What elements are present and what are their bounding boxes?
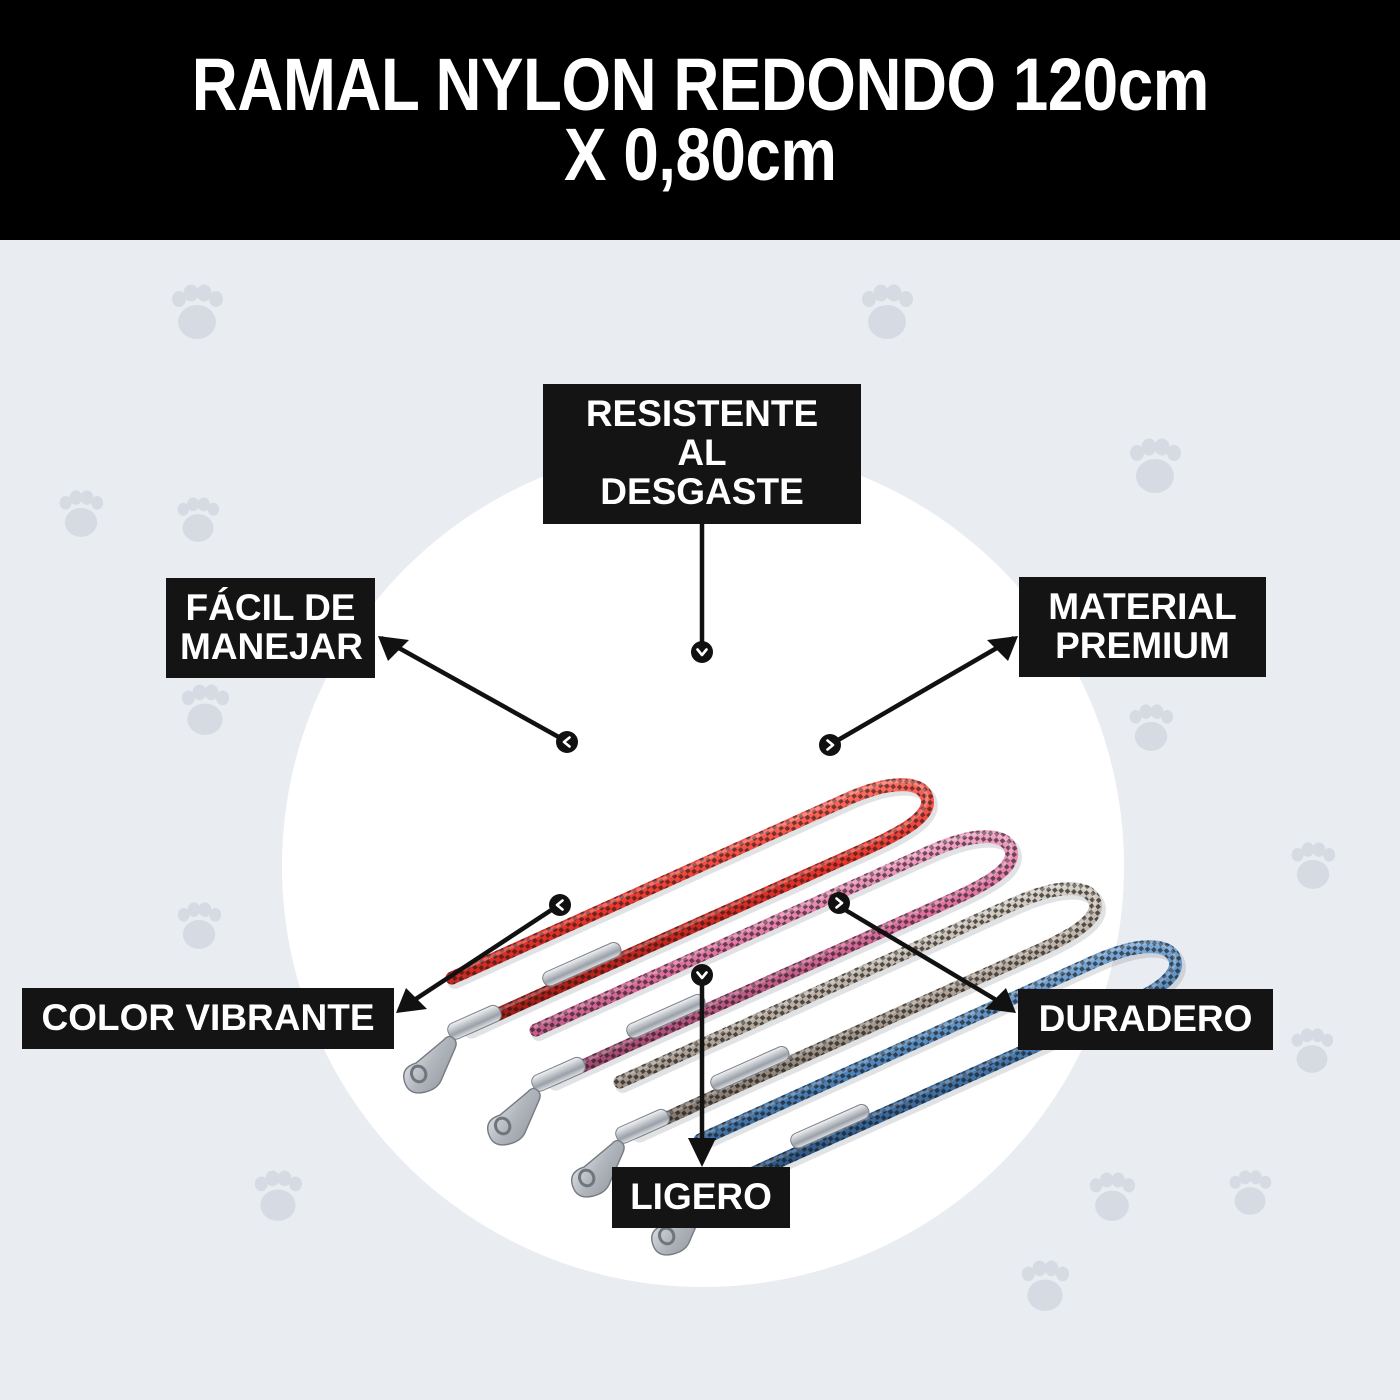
connector-color [397,901,564,1012]
paw-print-icon [1228,1168,1272,1216]
callout-label-resistente[interactable]: RESISTENTE AL DESGASTE [543,384,861,524]
paw-print-icon [860,282,914,340]
header-banner: RAMAL NYLON REDONDO 120cm X 0,80cm [0,0,1400,240]
callout-label-ligero[interactable]: LIGERO [612,1167,790,1229]
paw-print-icon [1020,1258,1070,1312]
callout-label-material[interactable]: MATERIAL PREMIUM [1019,577,1266,678]
paw-print-icon [1128,702,1174,752]
callout-label-duradero[interactable]: DURADERO [1018,989,1273,1051]
connector-facil [379,636,566,742]
paw-print-icon [1290,840,1336,890]
paw-print-icon [176,495,220,543]
paw-print-icon [170,282,224,340]
connector-material [831,636,1016,745]
paw-print-icon [176,900,222,950]
paw-print-icon [58,488,104,538]
connector-arrowheads [378,636,1018,1167]
paw-print-icon [253,1168,303,1222]
paw-print-icon [180,682,230,736]
paw-print-icon [1128,436,1182,494]
paw-print-icon [1290,1026,1334,1074]
callout-label-facil[interactable]: FÁCIL DE MANEJAR [166,578,375,679]
callout-label-color[interactable]: COLOR VIBRANTE [22,988,394,1050]
infographic-stage: RESISTENTE AL DESGASTE FÁCIL DE MANEJAR … [0,240,1400,1400]
callout-endpoint-markers [549,641,850,986]
page-title: RAMAL NYLON REDONDO 120cm X 0,80cm [191,42,1209,196]
callout-connectors [378,464,1018,1167]
connector-duradero [835,903,1015,1012]
